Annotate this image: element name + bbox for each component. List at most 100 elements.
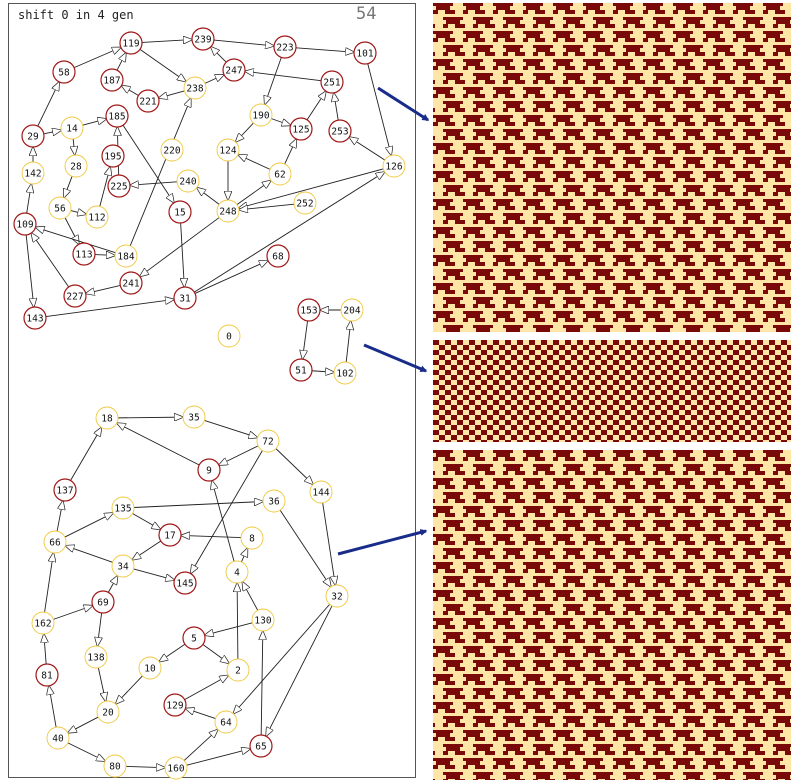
node-126[interactable]: 126 [382,154,406,178]
node-9[interactable]: 9 [197,458,221,482]
node-circle [138,656,162,680]
node-69[interactable]: 69 [91,590,115,614]
node-125[interactable]: 125 [289,117,313,141]
node-81[interactable]: 81 [35,663,59,687]
node-circle [382,154,406,178]
node-label: 119 [122,39,139,50]
node-35[interactable]: 35 [182,405,206,429]
node-109[interactable]: 109 [13,212,37,236]
node-label: 18 [101,414,113,425]
edge-247-to-239 [211,47,227,63]
edge-109-to-142 [27,184,32,214]
node-29[interactable]: 29 [21,124,45,148]
node-14[interactable]: 14 [60,116,84,140]
edge-135-to-36 [133,502,263,508]
node-58[interactable]: 58 [52,60,76,84]
node-label: 187 [103,76,120,87]
node-162[interactable]: 162 [31,611,55,635]
node-153[interactable]: 153 [297,298,321,322]
node-129[interactable]: 129 [163,693,187,717]
node-241[interactable]: 241 [119,271,143,295]
edge-130-to-5 [205,622,253,635]
edge-28-to-56 [64,176,73,197]
node-40[interactable]: 40 [46,726,70,750]
node-240[interactable]: 240 [176,169,200,193]
node-28[interactable]: 28 [64,154,88,178]
node-195[interactable]: 195 [101,144,125,168]
node-32[interactable]: 32 [325,584,349,608]
node-label: 40 [52,734,64,745]
node-8[interactable]: 8 [240,526,264,550]
node-2[interactable]: 2 [226,658,250,682]
node-101[interactable]: 101 [353,41,377,65]
node-65[interactable]: 65 [249,734,273,758]
pattern-fill [433,340,791,442]
node-185[interactable]: 185 [105,104,129,128]
node-221[interactable]: 221 [136,89,160,113]
node-253[interactable]: 253 [328,119,352,143]
edge-113-to-184 [94,255,115,256]
node-label: 17 [164,531,175,542]
node-225[interactable]: 225 [107,174,131,198]
node-31[interactable]: 31 [173,286,197,310]
node-112[interactable]: 112 [85,205,109,229]
node-56[interactable]: 56 [48,196,72,220]
node-circle [119,271,143,295]
node-label: 69 [97,598,109,609]
edge-252-to-248 [239,203,295,210]
node-label: 109 [16,220,33,231]
edge-119-to-238 [139,48,186,81]
node-227[interactable]: 227 [63,284,87,308]
node-220[interactable]: 220 [160,138,184,162]
node-251[interactable]: 251 [320,70,344,94]
node-124[interactable]: 124 [216,138,240,162]
node-label: 143 [26,314,43,325]
edge-223-to-190 [265,57,282,104]
node-238[interactable]: 238 [183,76,207,100]
node-68[interactable]: 68 [266,244,290,268]
node-130[interactable]: 130 [251,608,275,632]
node-64[interactable]: 64 [214,710,238,734]
node-18[interactable]: 18 [95,406,119,430]
node-5[interactable]: 5 [182,626,206,650]
node-36[interactable]: 36 [262,489,286,513]
node-4[interactable]: 4 [225,560,249,584]
node-143[interactable]: 143 [23,306,47,330]
node-51[interactable]: 51 [289,358,313,382]
node-10[interactable]: 10 [138,656,162,680]
node-184[interactable]: 184 [114,244,138,268]
node-20[interactable]: 20 [96,700,120,724]
node-142[interactable]: 142 [21,161,45,185]
node-34[interactable]: 34 [111,554,135,578]
node-144[interactable]: 144 [309,480,333,504]
node-0[interactable]: 0 [217,324,241,348]
node-247[interactable]: 247 [222,58,246,82]
node-72[interactable]: 72 [256,429,280,453]
node-248[interactable]: 248 [216,199,240,223]
node-239[interactable]: 239 [191,27,215,51]
node-204[interactable]: 204 [340,298,364,322]
node-15[interactable]: 15 [168,200,192,224]
node-223[interactable]: 223 [273,35,297,59]
node-138[interactable]: 138 [84,645,108,669]
node-187[interactable]: 187 [100,68,124,92]
node-circle [214,710,238,734]
node-circle [111,496,135,520]
node-137[interactable]: 137 [53,478,77,502]
node-17[interactable]: 17 [158,523,182,547]
node-label: 138 [87,653,104,664]
node-190[interactable]: 190 [249,103,273,127]
node-119[interactable]: 119 [119,31,143,55]
node-80[interactable]: 80 [103,754,127,778]
node-circle [100,68,124,92]
node-62[interactable]: 62 [268,162,292,186]
node-160[interactable]: 160 [164,756,188,780]
node-circle [31,611,55,635]
node-252[interactable]: 252 [293,191,317,215]
node-135[interactable]: 135 [111,496,135,520]
node-102[interactable]: 102 [333,361,357,385]
node-145[interactable]: 145 [173,571,197,595]
node-66[interactable]: 66 [43,530,67,554]
node-113[interactable]: 113 [72,242,96,266]
